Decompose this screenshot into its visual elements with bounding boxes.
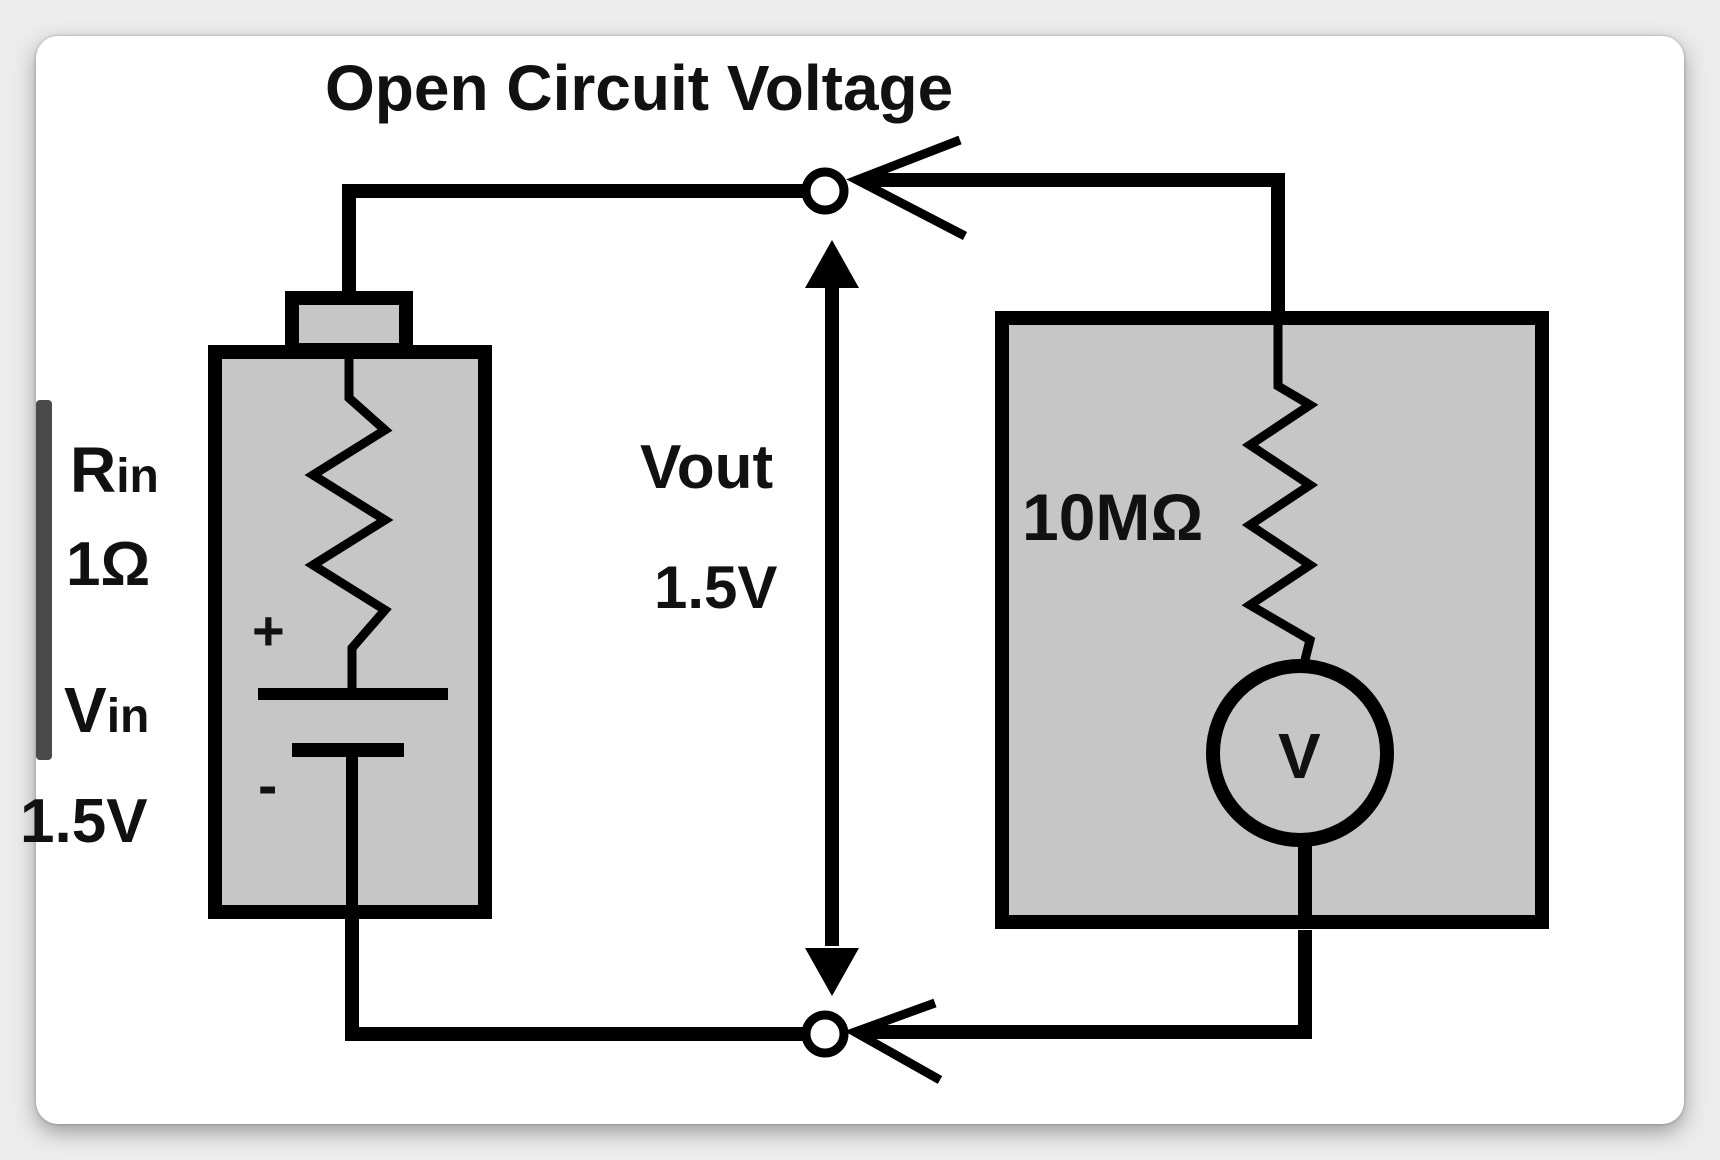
- rin-value: 1Ω: [66, 530, 150, 599]
- minus-sign: -: [258, 753, 277, 818]
- voltmeter-v-letter: V: [1278, 720, 1321, 792]
- battery-terminal-cap: [285, 291, 413, 357]
- top-terminal: [801, 167, 849, 215]
- voltmeter: V 10MΩ: [995, 311, 1549, 929]
- vin-label: Vin: [64, 674, 149, 746]
- bottom-right-wire: [862, 930, 1312, 1039]
- bottom-left-wire: [345, 912, 810, 1041]
- wires: [342, 173, 1312, 1041]
- vout-label: Vout: [640, 433, 773, 502]
- meter-resistor-symbol: [1241, 318, 1319, 662]
- diagram-title: Open Circuit Voltage: [325, 52, 953, 124]
- top-probe-arrow: [846, 135, 968, 240]
- battery: + -: [208, 291, 492, 919]
- side-scroll-tab[interactable]: [36, 400, 52, 760]
- vin-value: 1.5V: [20, 787, 148, 856]
- top-left-wire: [342, 184, 810, 298]
- plus-sign: +: [252, 599, 285, 662]
- bottom-terminal: [801, 1010, 849, 1058]
- rin-label: Rin: [70, 434, 159, 506]
- bottom-probe-arrow: [844, 998, 943, 1084]
- internal-resistor-symbol: [304, 350, 394, 692]
- top-right-wire: [862, 173, 1285, 318]
- meter-resistor-value: 10MΩ: [1022, 480, 1203, 554]
- vout-arrow: [805, 240, 859, 996]
- vout-value: 1.5V: [654, 554, 777, 621]
